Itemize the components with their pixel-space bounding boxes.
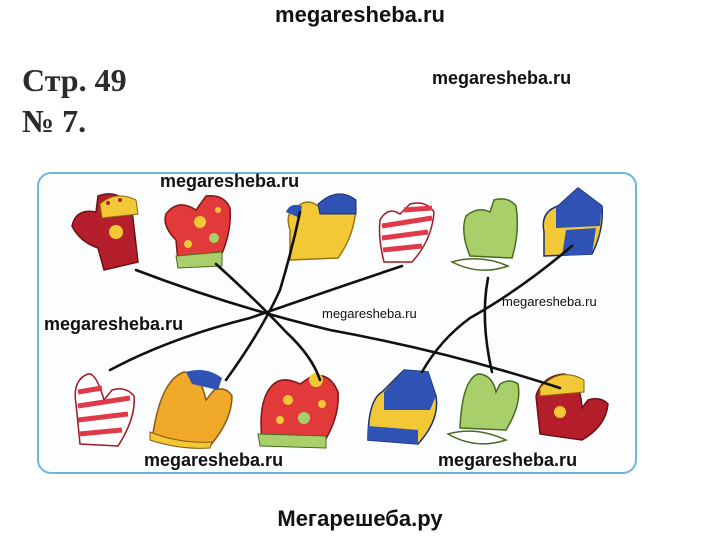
line-pair-striped [108,264,404,372]
line-pair-blue [420,244,574,374]
page-number: Стр. 49 [22,62,127,98]
watermark-panel-center: megaresheba.ru [322,306,417,321]
line-pair-dark-red [134,268,562,390]
mitten-top-4 [378,202,435,263]
task-number: № 7. [22,102,87,139]
mitten-bottom-1 [74,373,135,447]
mitten-top-3 [286,193,357,261]
site-header: megaresheba.ru [275,2,445,27]
watermark-panel-left: megaresheba.ru [44,314,184,334]
exercise-reference: Стр. 49 № 7. [22,60,127,142]
mitten-top-5 [449,198,519,271]
watermark-panel-top: megaresheba.ru [160,171,300,191]
watermark-panel-right: megaresheba.ru [502,294,597,309]
mitten-bottom-2 [149,370,233,449]
line-pair-yellow [224,210,302,382]
mitten-bottom-5 [446,373,520,445]
site-footer: Мегарешеба.ру [277,506,443,531]
mitten-top-6 [542,187,604,257]
line-pair-green [483,276,494,374]
mitten-bottom-6 [535,373,609,441]
watermark-title: megaresheba.ru [432,68,572,88]
mitten-top-1 [71,193,139,271]
mitten-top-2 [164,195,232,269]
mitten-bottom-4 [367,369,438,445]
mitten-bottom-3 [257,373,339,449]
line-pair-red-dots [214,262,322,382]
matching-lines [108,210,574,390]
watermark-panel-bottom-left: megaresheba.ru [144,450,284,470]
watermark-panel-bottom-right: megaresheba.ru [438,450,578,470]
